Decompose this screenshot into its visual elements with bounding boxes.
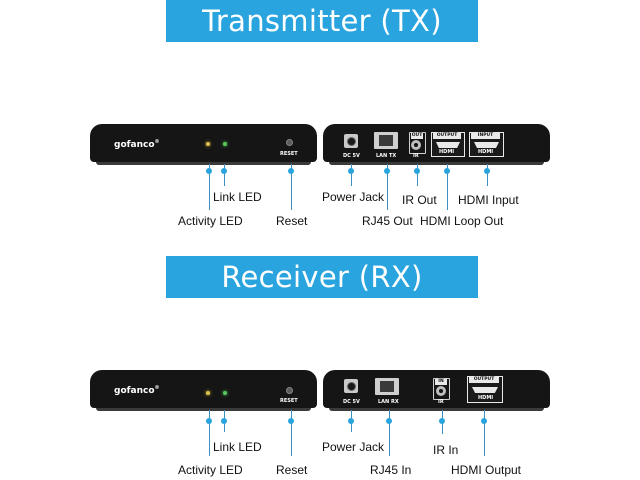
rx-rear-panel: DC 5V LAN RX IN IR OUTPUT HDMI <box>323 370 550 411</box>
tx-ir-dot <box>414 168 420 174</box>
rx-output-tag: OUTPUT <box>469 377 499 383</box>
rx-rj45-dot <box>386 418 392 424</box>
rx-rj45-port <box>375 378 399 395</box>
rx-output-label: HDMI <box>478 395 494 401</box>
tx-ir-label: IR <box>413 153 419 159</box>
tx-reset-panel-label: RESET <box>280 151 298 157</box>
tx-title-banner: Transmitter (TX) <box>166 0 478 42</box>
tx-loop-label: HDMI <box>439 149 455 155</box>
tx-ir-label-callout: IR Out <box>402 193 437 207</box>
tx-rj45-label: RJ45 Out <box>362 214 413 228</box>
rx-reset-button <box>286 387 293 394</box>
tx-hdmi-loop-label: HDMI Loop Out <box>420 214 504 228</box>
rx-link-led <box>223 391 227 395</box>
tx-link-led-dot <box>221 168 227 174</box>
tx-reset-line <box>291 164 292 210</box>
tx-input-tag: INPUT <box>471 133 500 139</box>
tx-rj45-line <box>387 164 388 210</box>
tx-brand-logo: gofanco® <box>114 139 160 150</box>
tx-hdmi-loop-dot <box>444 168 450 174</box>
tx-lan-label: LAN TX <box>376 153 397 159</box>
rx-ir-label-callout: IR In <box>433 443 459 457</box>
rx-ir-tag: IN <box>435 379 447 385</box>
tx-power-jack <box>344 134 358 148</box>
rx-ir-frame <box>433 378 450 400</box>
tx-hdmi-in-label: HDMI Input <box>458 193 519 207</box>
tx-title: Transmitter (TX) <box>202 4 442 38</box>
rx-rj45-label: RJ45 In <box>370 463 412 477</box>
tx-activity-led <box>206 142 210 146</box>
tx-power-dot <box>348 168 354 174</box>
tx-loop-tag: OUTPUT <box>433 133 461 139</box>
tx-dc-label: DC 5V <box>343 153 360 159</box>
rx-title: Receiver (RX) <box>221 260 423 294</box>
rx-hdmi-out-label: HDMI Output <box>451 463 522 477</box>
rx-hdmi-out-dot <box>481 418 487 424</box>
rx-reset-line <box>291 410 292 456</box>
tx-activity-led-line <box>209 164 210 210</box>
tx-power-line <box>351 164 352 186</box>
rx-activity-led-dot <box>206 418 212 424</box>
tx-reset-label: Reset <box>276 214 308 228</box>
tx-hdmi-in-line <box>487 164 488 186</box>
rx-activity-led <box>206 391 210 395</box>
rx-activity-led-line <box>209 410 210 456</box>
rx-power-jack <box>344 379 358 393</box>
tx-hdmi-loop-line <box>447 164 448 210</box>
rx-title-banner: Receiver (RX) <box>166 256 478 298</box>
rx-reset-label: Reset <box>276 463 308 477</box>
rx-link-led-dot <box>221 418 227 424</box>
tx-power-label: Power Jack <box>322 190 385 204</box>
tx-hdmi-in-dot <box>484 168 490 174</box>
rx-lan-label: LAN RX <box>378 399 399 405</box>
rx-ir-port <box>436 386 446 396</box>
tx-activity-led-dot <box>206 168 212 174</box>
rx-power-dot <box>348 418 354 424</box>
tx-front-panel: gofanco® RESET <box>90 124 317 165</box>
tx-link-led <box>223 142 227 146</box>
tx-link-led-line <box>224 164 225 186</box>
rx-ir-dot <box>439 418 445 424</box>
rx-activity-led-label: Activity LED <box>178 463 243 477</box>
rx-ir-label: IR <box>438 399 444 405</box>
tx-ir-line <box>417 164 418 186</box>
tx-ir-tag: OUT <box>411 133 423 139</box>
tx-activity-led-label: Activity LED <box>178 214 243 228</box>
rx-rj45-line <box>389 410 390 456</box>
tx-reset-dot <box>288 168 294 174</box>
tx-rj45-dot <box>384 168 390 174</box>
rx-reset-panel-label: RESET <box>280 398 298 404</box>
rx-power-label: Power Jack <box>322 440 385 454</box>
rx-reset-dot <box>288 418 294 424</box>
rx-link-led-label: Link LED <box>213 440 262 454</box>
rx-brand-logo: gofanco® <box>114 385 160 396</box>
tx-input-label: HDMI <box>478 149 494 155</box>
rx-hdmi-out-line <box>484 410 485 456</box>
tx-reset-button <box>286 139 293 146</box>
rx-front-panel: gofanco® RESET <box>90 370 317 411</box>
tx-rj45-port <box>374 132 398 149</box>
tx-link-led-label: Link LED <box>213 190 262 204</box>
tx-ir-port <box>411 140 421 150</box>
rx-dc-label: DC 5V <box>343 399 360 405</box>
tx-rear-panel: DC 5V LAN TX OUT IR OUTPUT HDMI INPUT HD… <box>323 124 550 165</box>
tx-ir-frame <box>409 132 426 154</box>
